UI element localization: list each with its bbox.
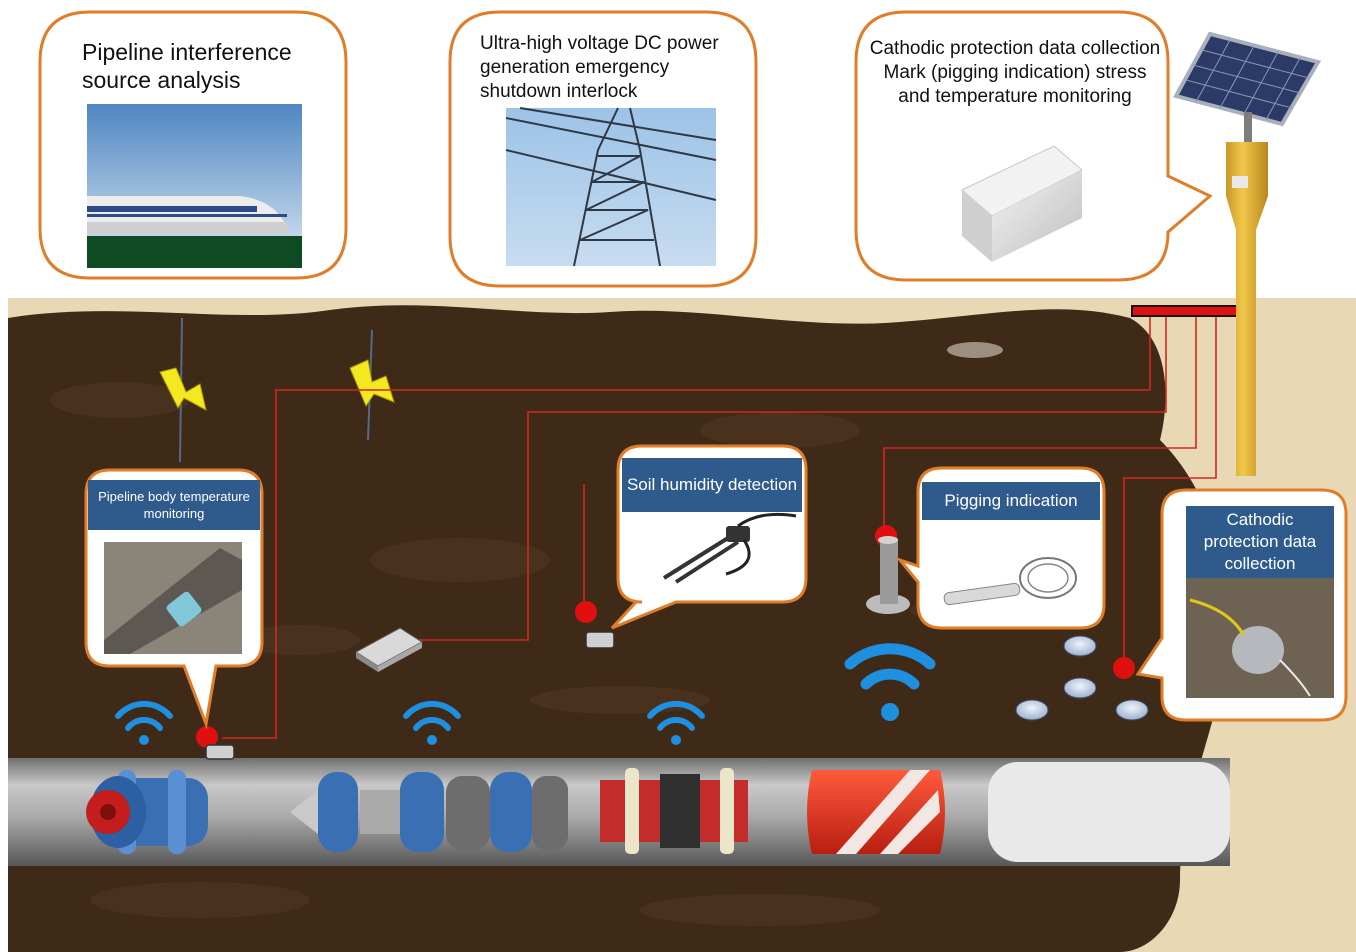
wifi-icon: [139, 735, 149, 745]
cleaning-pig-1: [86, 770, 208, 854]
cathodic-top-title: Cathodic protection data collection Mark…: [862, 37, 1168, 109]
humidity-label: Soil humidity detection: [622, 458, 802, 512]
cleaning-pig-3: [600, 768, 748, 854]
monitoring-pole: [1226, 112, 1268, 476]
foam-pig: [807, 770, 945, 854]
sensor-node: [575, 601, 597, 623]
uhv-title: Ultra-high voltage DC power generation e…: [480, 33, 719, 102]
wifi-icon: [671, 735, 681, 745]
lightning-icon: [349, 329, 395, 441]
cathodic-discs: [1015, 635, 1149, 721]
cathodic-top-line3: and temperature monitoring: [898, 86, 1132, 107]
cathodic-top-line2: Mark (pigging indication) stress: [883, 62, 1147, 83]
sensor-wires: [222, 312, 1217, 739]
solar-panel-icon: [1173, 31, 1322, 127]
humidity-probe-photo: [640, 512, 797, 590]
pigging-sensor-photo: [942, 554, 1082, 616]
callout-cathodic-top: [854, 10, 1213, 282]
cathodic-dig-photo: [1186, 578, 1334, 698]
transmission-tower-icon: [505, 107, 717, 267]
data-logger-icon: [205, 744, 235, 760]
wifi-icon: [427, 735, 437, 745]
pigging-label: Pigging indication: [922, 482, 1100, 520]
lightning-icon: [159, 317, 207, 463]
pipe-opening: [988, 762, 1230, 862]
enclosure-box: [961, 145, 1083, 262]
rock: [947, 342, 1003, 358]
interference-title: Pipeline interference source analysis: [82, 39, 292, 93]
wifi-icon: [844, 643, 936, 690]
cathodic-top-line1: Cathodic protection data collection: [869, 38, 1161, 59]
temperature-label: Pipeline body temperature monitoring: [88, 480, 260, 530]
pipe-sensor-photo: [104, 542, 242, 654]
wifi-icon: [647, 700, 705, 731]
sensor-node: [196, 726, 218, 748]
train-icon: [87, 104, 302, 268]
cleaning-pig-2: [290, 772, 568, 852]
sensor-node: [1113, 657, 1135, 679]
pigging-marker-post: [866, 536, 910, 614]
data-logger-icon: [585, 631, 615, 649]
wifi-icon: [403, 700, 461, 731]
wifi-icon: [115, 700, 173, 731]
data-logger-icon: [355, 627, 423, 672]
cathodic-label: Cathodic protection data collection: [1186, 506, 1334, 578]
wifi-icon: [881, 703, 899, 721]
data-hub-bar: [1131, 305, 1245, 317]
